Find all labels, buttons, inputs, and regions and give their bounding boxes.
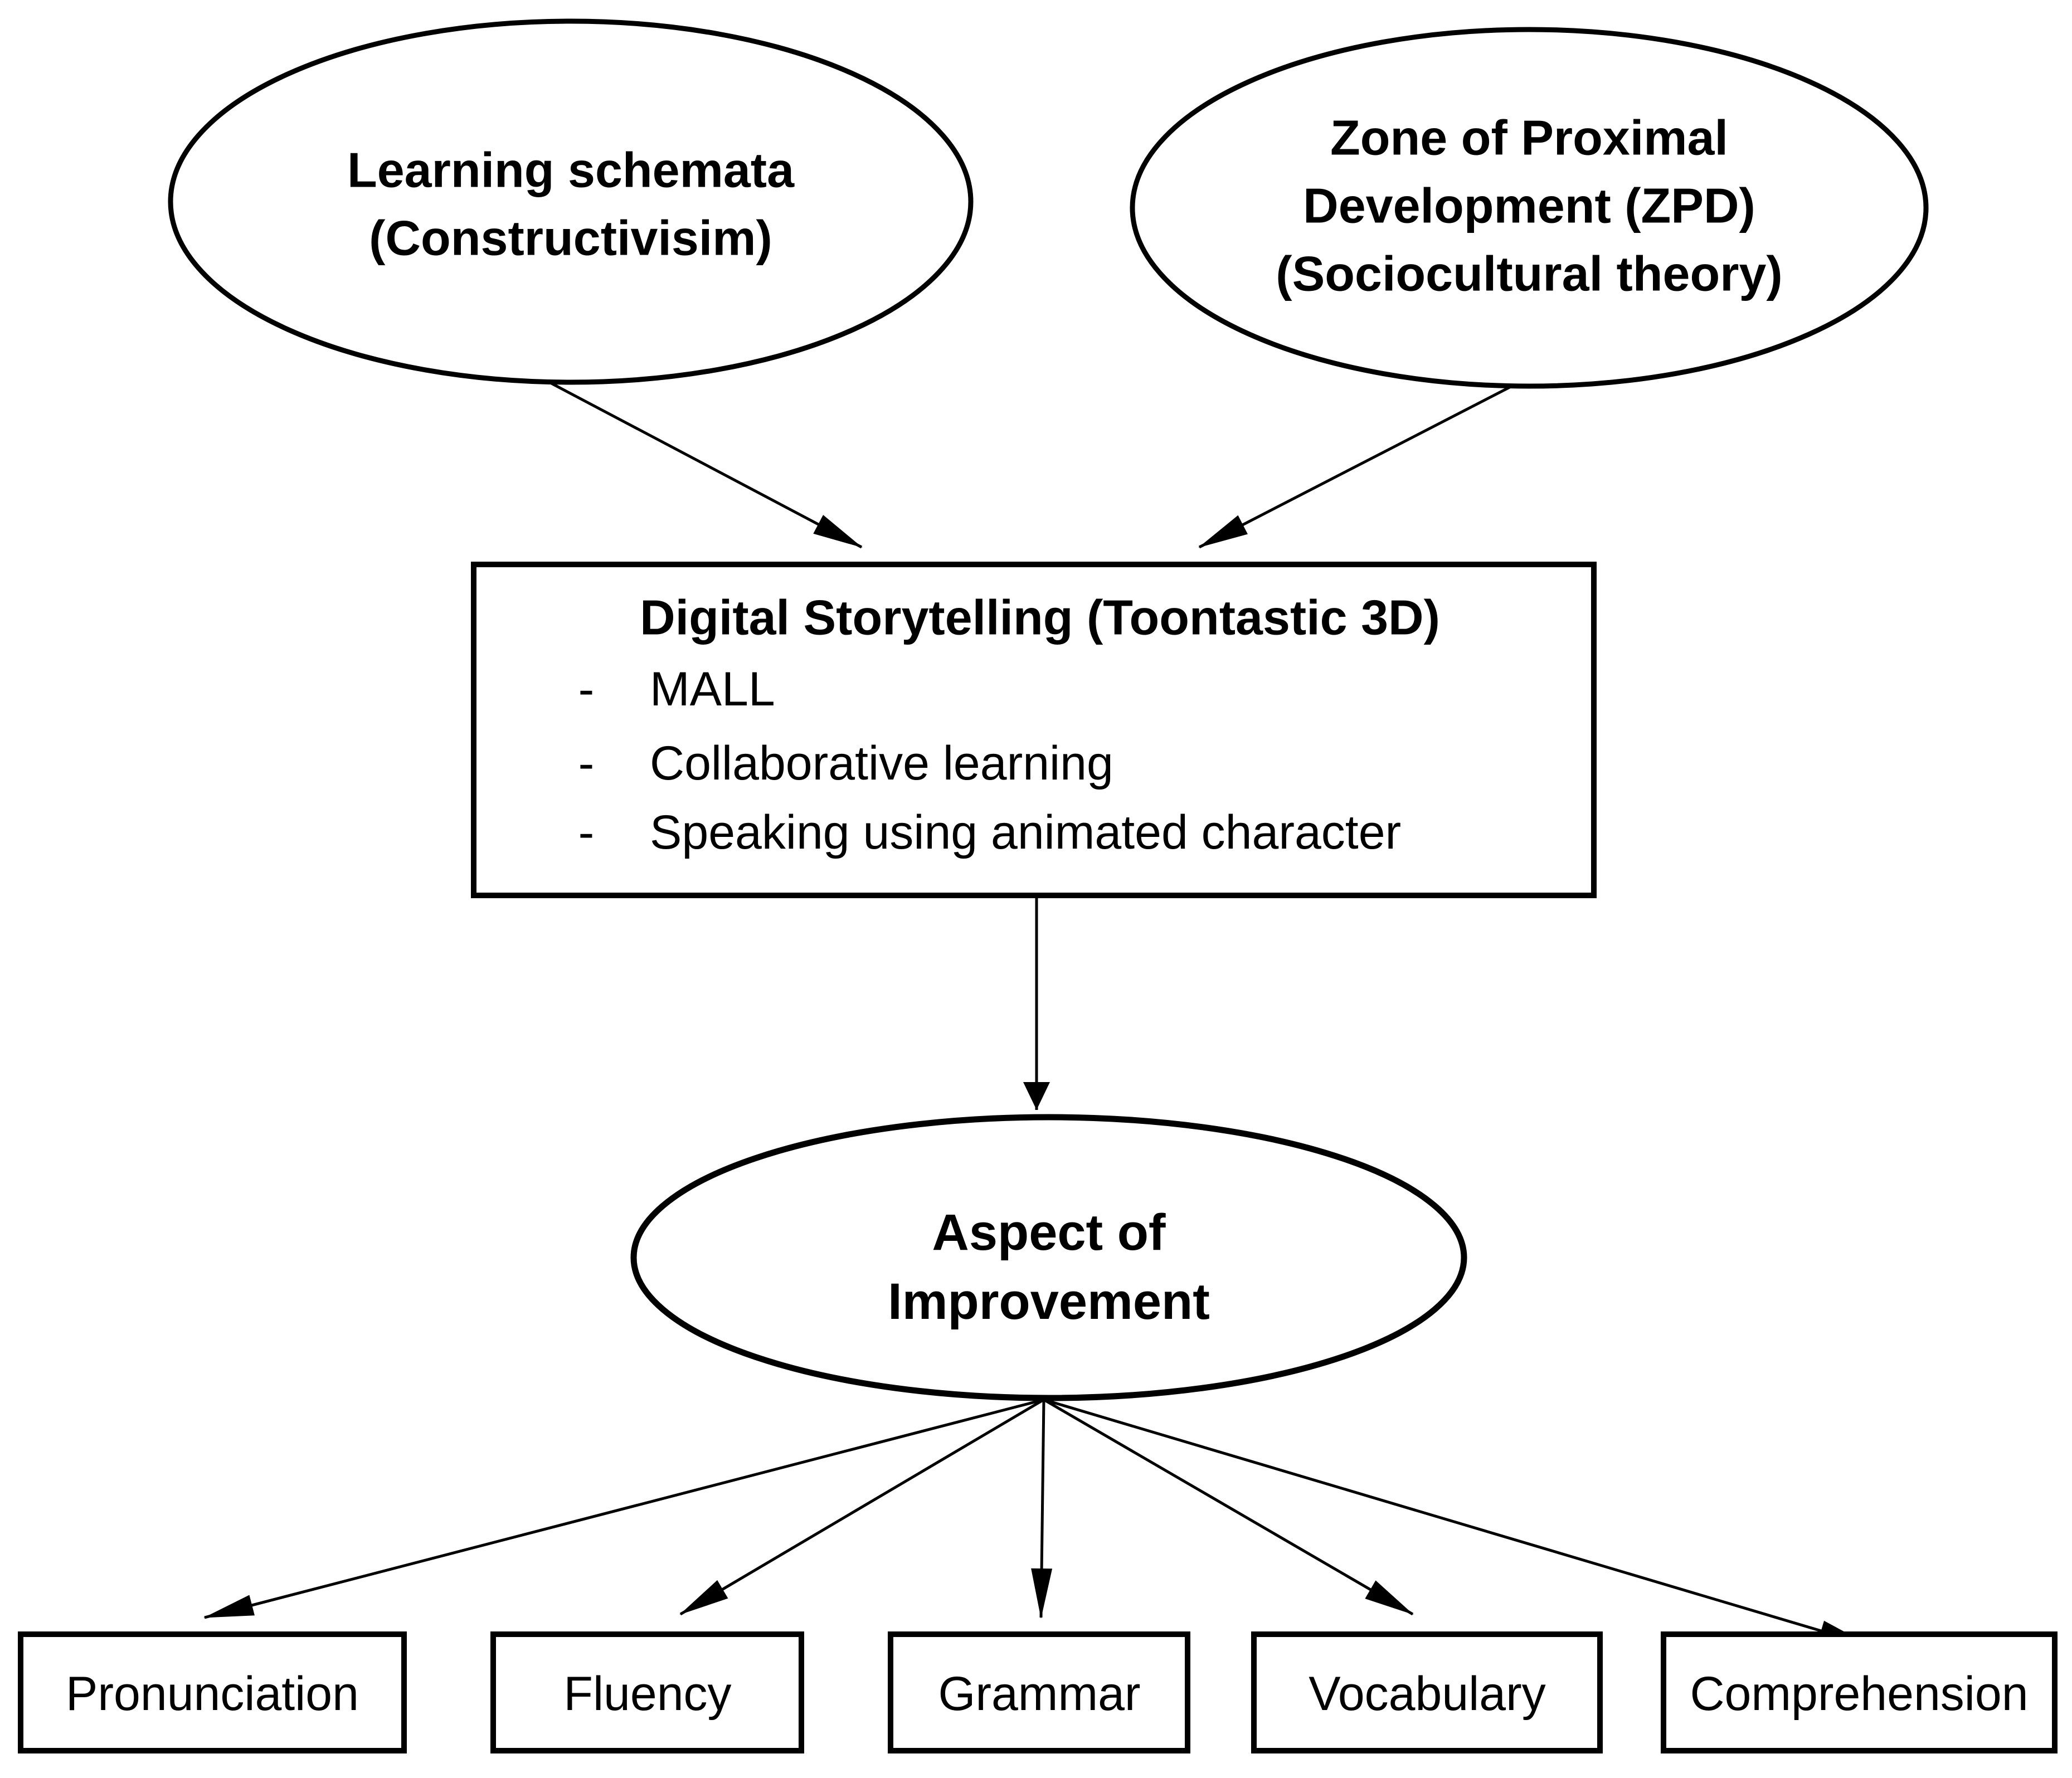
aspect-of-improvement-label-line1: Aspect of	[932, 1204, 1166, 1261]
pronunciation-label: Pronunciation	[66, 1667, 359, 1721]
node-aspect-of-improvement: Aspect of Improvement	[630, 1114, 1467, 1401]
arrow-aspect-to-vocabulary	[1043, 1398, 1414, 1616]
comprehension-label: Comprehension	[1690, 1667, 2028, 1721]
arrow-aspect-to-grammar	[1031, 1399, 1053, 1619]
learning-schemata-label-line1: Learning schemata	[347, 143, 795, 198]
bullet-marker: -	[578, 737, 595, 790]
digital-storytelling-bullet-1: - MALL	[578, 663, 775, 716]
digital-storytelling-bullet-2: - Collaborative learning	[578, 737, 1113, 790]
arrow-aspect-to-fluency	[679, 1398, 1045, 1616]
learning-schemata-label-line2: (Constructivisim)	[369, 211, 772, 266]
learning-schemata-ellipse	[168, 18, 974, 385]
fluency-label: Fluency	[563, 1667, 731, 1721]
arrow-aspect-to-comprehension	[1043, 1398, 1869, 1647]
zpd-ellipse	[1130, 27, 1929, 389]
arrow-zpd-to-digital-storytelling	[1198, 377, 1527, 549]
digital-storytelling-bullet-3: - Speaking using animated character	[578, 806, 1401, 859]
arrow-aspect-to-pronunciation	[203, 1398, 1044, 1619]
connectors	[203, 377, 1869, 1647]
node-comprehension: Comprehension	[1661, 1631, 2058, 1753]
arrow-learning-schemata-to-digital-storytelling	[545, 379, 863, 549]
zpd-label-line1: Zone of Proximal	[1330, 110, 1728, 165]
bullet-label: Speaking using animated character	[650, 806, 1401, 859]
vocabulary-box	[1251, 1631, 1603, 1753]
aspect-of-improvement-ellipse	[630, 1114, 1467, 1401]
node-zpd: Zone of Proximal Development (ZPD) (Soci…	[1130, 27, 1929, 389]
outcome-boxes: Pronunciation Fluency Grammar Vocabulary…	[18, 1631, 2058, 1753]
node-fluency: Fluency	[490, 1631, 804, 1753]
zpd-label-line2: Development (ZPD)	[1303, 178, 1755, 233]
bullet-marker: -	[578, 806, 595, 859]
grammar-box	[888, 1631, 1190, 1753]
grammar-label: Grammar	[938, 1667, 1140, 1721]
pronunciation-box	[18, 1631, 407, 1753]
bullet-label: Collaborative learning	[650, 737, 1113, 790]
aspect-of-improvement-label-line2: Improvement	[888, 1273, 1210, 1330]
vocabulary-label: Vocabulary	[1309, 1667, 1546, 1721]
bullet-label: MALL	[650, 663, 775, 716]
node-digital-storytelling: Digital Storytelling (Toontastic 3D) - M…	[471, 562, 1597, 898]
digital-storytelling-box	[471, 562, 1597, 898]
digital-storytelling-title: Digital Storytelling (Toontastic 3D)	[640, 590, 1440, 645]
node-grammar: Grammar	[888, 1631, 1190, 1753]
zpd-label-line3: (Sociocultural theory)	[1276, 246, 1782, 301]
node-pronunciation: Pronunciation	[18, 1631, 407, 1753]
bullet-marker: -	[578, 663, 595, 716]
comprehension-box	[1661, 1631, 2058, 1753]
node-vocabulary: Vocabulary	[1251, 1631, 1603, 1753]
fluency-box	[490, 1631, 804, 1753]
node-learning-schemata: Learning schemata (Constructivisim)	[168, 18, 974, 385]
